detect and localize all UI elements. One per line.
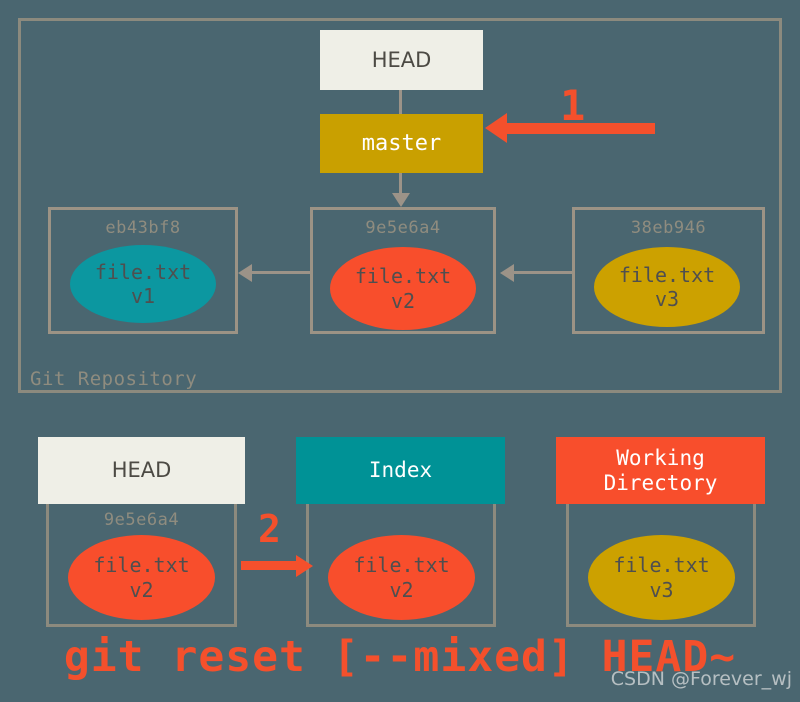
parent-line-2-to-1 (252, 271, 310, 274)
commit-hash-1: eb43bf8 (105, 218, 181, 238)
commit-blob-filename-1: file.txt (94, 259, 192, 284)
repo-master-box: master (320, 114, 483, 173)
stage-header-head: HEAD (38, 437, 245, 504)
commit-box-eb43bf8: eb43bf8 (48, 207, 238, 334)
master-to-commit-line (399, 173, 402, 195)
step1-arrow-head (485, 113, 507, 143)
stage-head-hash: 9e5e6a4 (103, 510, 180, 530)
stage-head-blob: file.txt v2 (68, 535, 215, 620)
git-repository-container (18, 18, 782, 393)
commit-hash-2: 9e5e6a4 (365, 218, 441, 238)
commit-blob-version-1: v1 (130, 284, 156, 308)
stage-wd-title-line2: Directory (603, 470, 718, 495)
commit-hash-3: 38eb946 (630, 218, 707, 238)
parent-arrowhead-3-to-2 (500, 264, 514, 282)
stage-wd-blob: file.txt v3 (588, 535, 735, 620)
commit-blob-filename-2: file.txt (354, 264, 452, 289)
stage-wd-blob-version: v3 (649, 577, 674, 602)
repo-master-label: master (361, 130, 442, 156)
commit-blob-version-2: v2 (390, 288, 416, 313)
stage-body-working-directory (566, 504, 756, 627)
commit-blob-filename-3: file.txt (618, 262, 716, 287)
stage-header-working-directory: Working Directory (556, 437, 765, 504)
stage-wd-title-line1: Working (616, 446, 705, 471)
stage-header-index: Index (296, 437, 505, 504)
stage-head-title: HEAD (111, 458, 172, 483)
watermark-text: CSDN @Forever_wj (610, 668, 792, 690)
commit-blob-version-3: v3 (654, 287, 680, 311)
stage-index-blob-filename: file.txt (353, 553, 450, 578)
step1-arrow-shaft (507, 123, 655, 134)
commit-box-38eb946: 38eb946 (572, 207, 765, 334)
repo-head-box: HEAD (320, 30, 483, 90)
stage-index-blob-version: v2 (389, 577, 414, 602)
stage-wd-blob-filename: file.txt (613, 553, 710, 578)
step2-arrow-head (296, 555, 313, 577)
commit-box-9e5e6a4: 9e5e6a4 (310, 207, 496, 334)
stage-index-title: Index (368, 458, 433, 483)
git-repository-label: Git Repository (30, 368, 198, 390)
repo-head-label: HEAD (371, 47, 432, 72)
master-to-commit-arrowhead (392, 193, 410, 207)
stage-head-blob-version: v2 (129, 577, 154, 602)
command-caption: git reset [--mixed] HEAD~ (63, 632, 737, 682)
stage-body-head: 9e5e6a4 (46, 504, 237, 627)
step-number-1: 1 (560, 81, 586, 130)
commit-blob-v3: file.txt v3 (594, 247, 740, 327)
step-number-2: 2 (258, 507, 281, 551)
stage-index-blob: file.txt v2 (328, 535, 475, 620)
stage-head-blob-filename: file.txt (93, 553, 190, 578)
head-to-master-line (399, 90, 402, 114)
parent-arrowhead-2-to-1 (238, 264, 252, 282)
step2-arrow-shaft (241, 561, 298, 570)
commit-blob-v2: file.txt v2 (330, 247, 476, 330)
parent-line-3-to-2 (514, 271, 572, 274)
commit-blob-v1: file.txt v1 (70, 245, 216, 323)
